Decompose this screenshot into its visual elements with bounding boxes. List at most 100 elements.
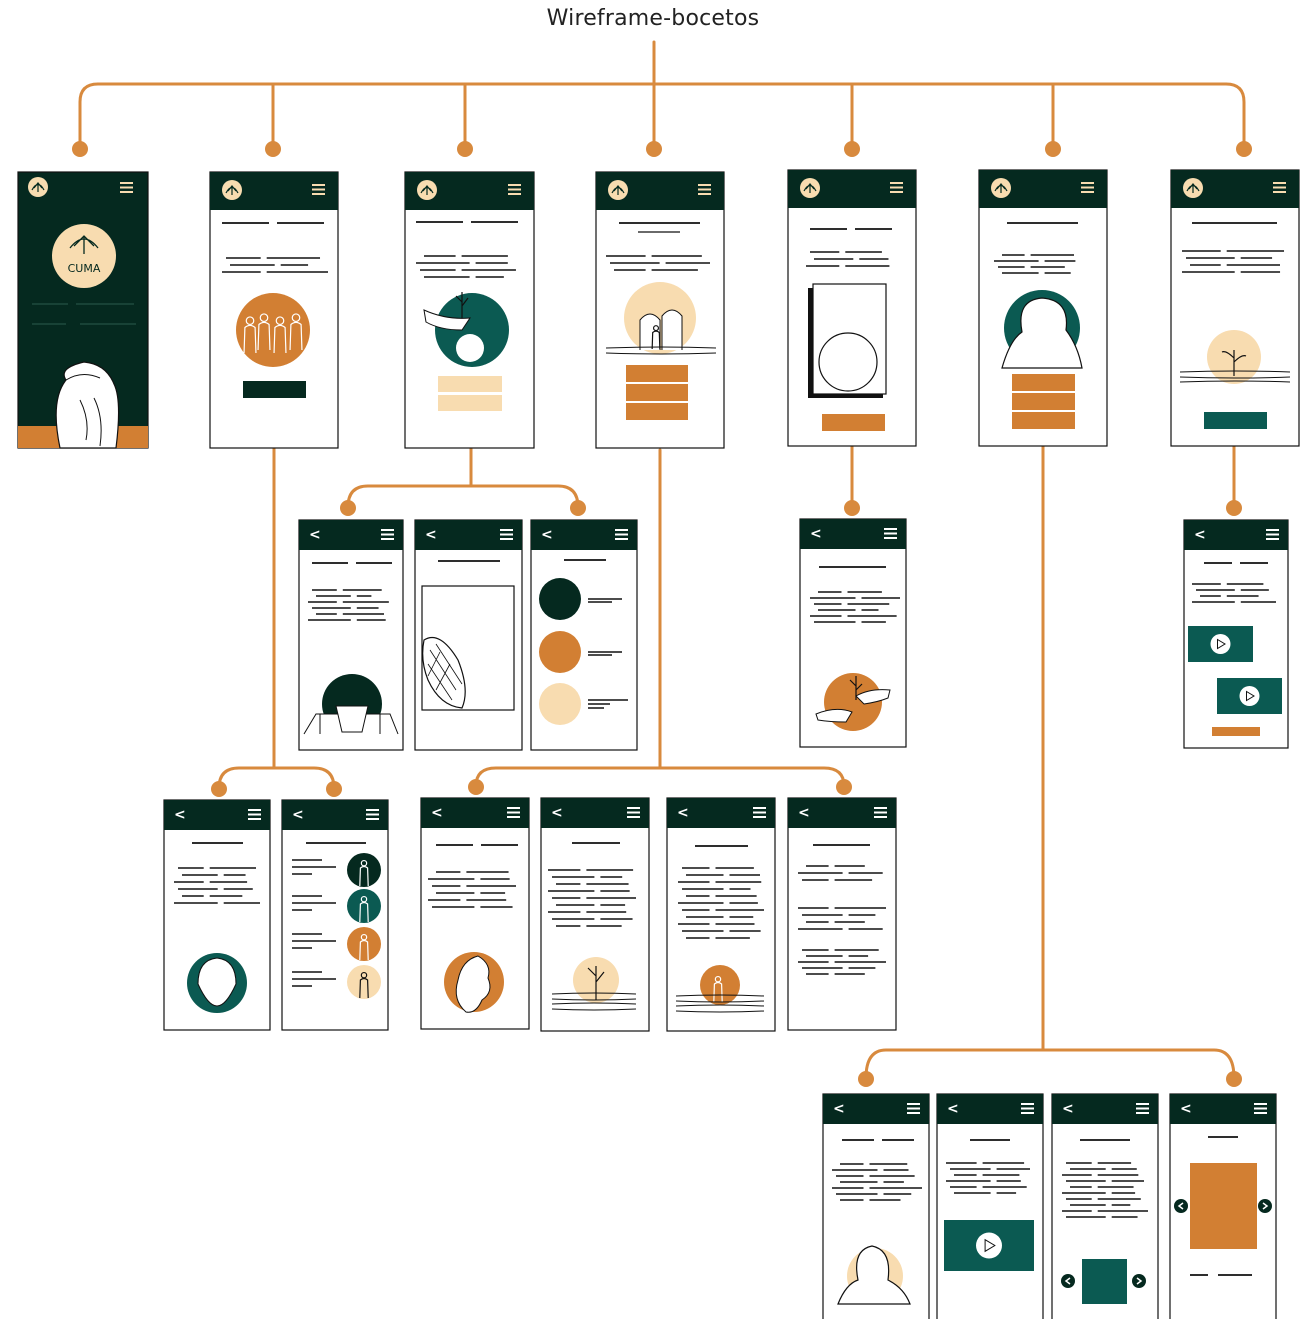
hamburger-menu-icon[interactable] [627, 807, 640, 818]
screen-territorio[interactable] [595, 171, 725, 449]
screen-cultivo-colores[interactable]: < [530, 519, 638, 751]
back-arrow-icon[interactable]: < [1062, 1101, 1074, 1117]
option-button[interactable] [438, 395, 502, 411]
screen-cultivo[interactable] [404, 171, 535, 449]
screen-mujeres[interactable] [978, 169, 1108, 447]
hamburger-menu-icon[interactable] [1136, 1103, 1149, 1114]
hamburger-menu-icon[interactable] [907, 1103, 920, 1114]
screen-territorio-persona[interactable]: < [666, 797, 776, 1032]
back-arrow-icon[interactable]: < [431, 805, 443, 821]
hamburger-menu-icon[interactable] [312, 184, 325, 195]
hamburger-menu-icon[interactable] [1081, 182, 1094, 193]
video-player[interactable] [1188, 626, 1253, 662]
hamburger-menu-icon[interactable] [120, 182, 133, 193]
back-arrow-icon[interactable]: < [1180, 1101, 1192, 1117]
screen-comunidad-personas[interactable]: < [281, 799, 389, 1031]
chevron-left-icon[interactable] [1174, 1199, 1188, 1213]
back-arrow-icon[interactable]: < [551, 805, 563, 821]
option-button[interactable] [626, 403, 688, 420]
phone-frame [787, 797, 897, 1031]
hamburger-menu-icon[interactable] [366, 809, 379, 820]
carousel-image[interactable] [1190, 1163, 1257, 1249]
screen-territorio-planta[interactable]: < [540, 797, 650, 1032]
screen-home[interactable]: CUMA [17, 171, 149, 449]
hamburger-menu-icon[interactable] [884, 528, 897, 539]
option-button[interactable] [438, 376, 502, 392]
back-arrow-icon[interactable]: < [309, 527, 321, 543]
wheat-logo-icon[interactable] [28, 177, 48, 197]
screen-tienda-detalle[interactable]: < [799, 518, 907, 748]
hamburger-menu-icon[interactable] [507, 807, 520, 818]
wheat-logo-icon[interactable] [417, 180, 437, 200]
buildings-illustration [639, 309, 683, 350]
back-arrow-icon[interactable]: < [292, 807, 304, 823]
video-player[interactable] [1217, 678, 1282, 714]
hamburger-menu-icon[interactable] [1254, 1103, 1267, 1114]
cta-button[interactable] [1212, 727, 1260, 736]
screen-territorio-texto[interactable]: < [787, 797, 897, 1031]
screen-tienda[interactable] [787, 169, 917, 447]
hamburger-menu-icon[interactable] [508, 184, 521, 195]
back-arrow-icon[interactable]: < [1194, 527, 1206, 543]
screen-multimedia-videos[interactable]: < [1183, 519, 1289, 749]
back-arrow-icon[interactable]: < [677, 805, 689, 821]
screen-cultivo-texto[interactable]: < [298, 519, 404, 751]
option-button[interactable] [626, 384, 688, 401]
screen-comunidad[interactable] [209, 171, 339, 449]
connector-node [1236, 141, 1252, 157]
hamburger-menu-icon[interactable] [874, 807, 887, 818]
hamburger-menu-icon[interactable] [615, 529, 628, 540]
play-button[interactable] [976, 1232, 1002, 1259]
screen-mujeres-video[interactable]: < [936, 1093, 1044, 1319]
screen-mujeres-perfil[interactable]: < [822, 1093, 930, 1319]
hamburger-menu-icon[interactable] [753, 807, 766, 818]
play-button[interactable] [1210, 634, 1231, 654]
wheat-logo-icon[interactable] [800, 178, 820, 198]
chevron-right-icon[interactable] [1132, 1274, 1146, 1288]
option-button[interactable] [1012, 393, 1075, 410]
screen-comunidad-historia[interactable]: < [163, 799, 271, 1031]
chevron-left-icon[interactable] [1061, 1274, 1075, 1288]
hamburger-menu-icon[interactable] [500, 529, 513, 540]
screen-mujeres-galeria[interactable]: < [1051, 1093, 1159, 1319]
person-avatar[interactable] [347, 927, 381, 961]
ground-line [605, 346, 717, 349]
back-arrow-icon[interactable]: < [425, 527, 437, 543]
back-arrow-icon[interactable]: < [947, 1101, 959, 1117]
wheat-logo-icon[interactable] [608, 180, 628, 200]
person-avatar[interactable] [347, 889, 381, 923]
back-arrow-icon[interactable]: < [798, 805, 810, 821]
hamburger-menu-icon[interactable] [381, 529, 394, 540]
screen-territorio-mapa[interactable]: < [420, 797, 530, 1030]
cta-button[interactable] [822, 414, 885, 431]
back-arrow-icon[interactable]: < [833, 1101, 845, 1117]
option-button[interactable] [1012, 412, 1075, 429]
menu-line [1021, 1107, 1034, 1110]
option-button[interactable] [1012, 374, 1075, 391]
screen-mujeres-carrusel[interactable]: < [1169, 1093, 1277, 1319]
cta-button[interactable] [1204, 412, 1267, 429]
back-arrow-icon[interactable]: < [174, 807, 186, 823]
chevron-right-icon[interactable] [1258, 1199, 1272, 1213]
wheat-logo-icon[interactable] [222, 180, 242, 200]
person-illustration [713, 975, 723, 1003]
hamburger-menu-icon[interactable] [1273, 182, 1286, 193]
option-button[interactable] [626, 365, 688, 382]
play-button[interactable] [1239, 686, 1260, 706]
hamburger-menu-icon[interactable] [248, 809, 261, 820]
hamburger-menu-icon[interactable] [1021, 1103, 1034, 1114]
video-player[interactable] [944, 1220, 1034, 1271]
person-avatar[interactable] [347, 853, 381, 887]
gallery-image[interactable] [1082, 1259, 1127, 1304]
back-arrow-icon[interactable]: < [541, 527, 553, 543]
hamburger-menu-icon[interactable] [698, 184, 711, 195]
screen-multimedia[interactable] [1170, 169, 1300, 447]
wheat-logo-icon[interactable] [1183, 178, 1203, 198]
person-avatar[interactable] [347, 965, 381, 999]
cta-button[interactable] [243, 381, 306, 398]
back-arrow-icon[interactable]: < [810, 526, 822, 542]
hamburger-menu-icon[interactable] [890, 182, 903, 193]
wheat-logo-icon[interactable] [991, 178, 1011, 198]
hamburger-menu-icon[interactable] [1266, 529, 1279, 540]
screen-cultivo-maiz[interactable]: < [414, 519, 523, 751]
